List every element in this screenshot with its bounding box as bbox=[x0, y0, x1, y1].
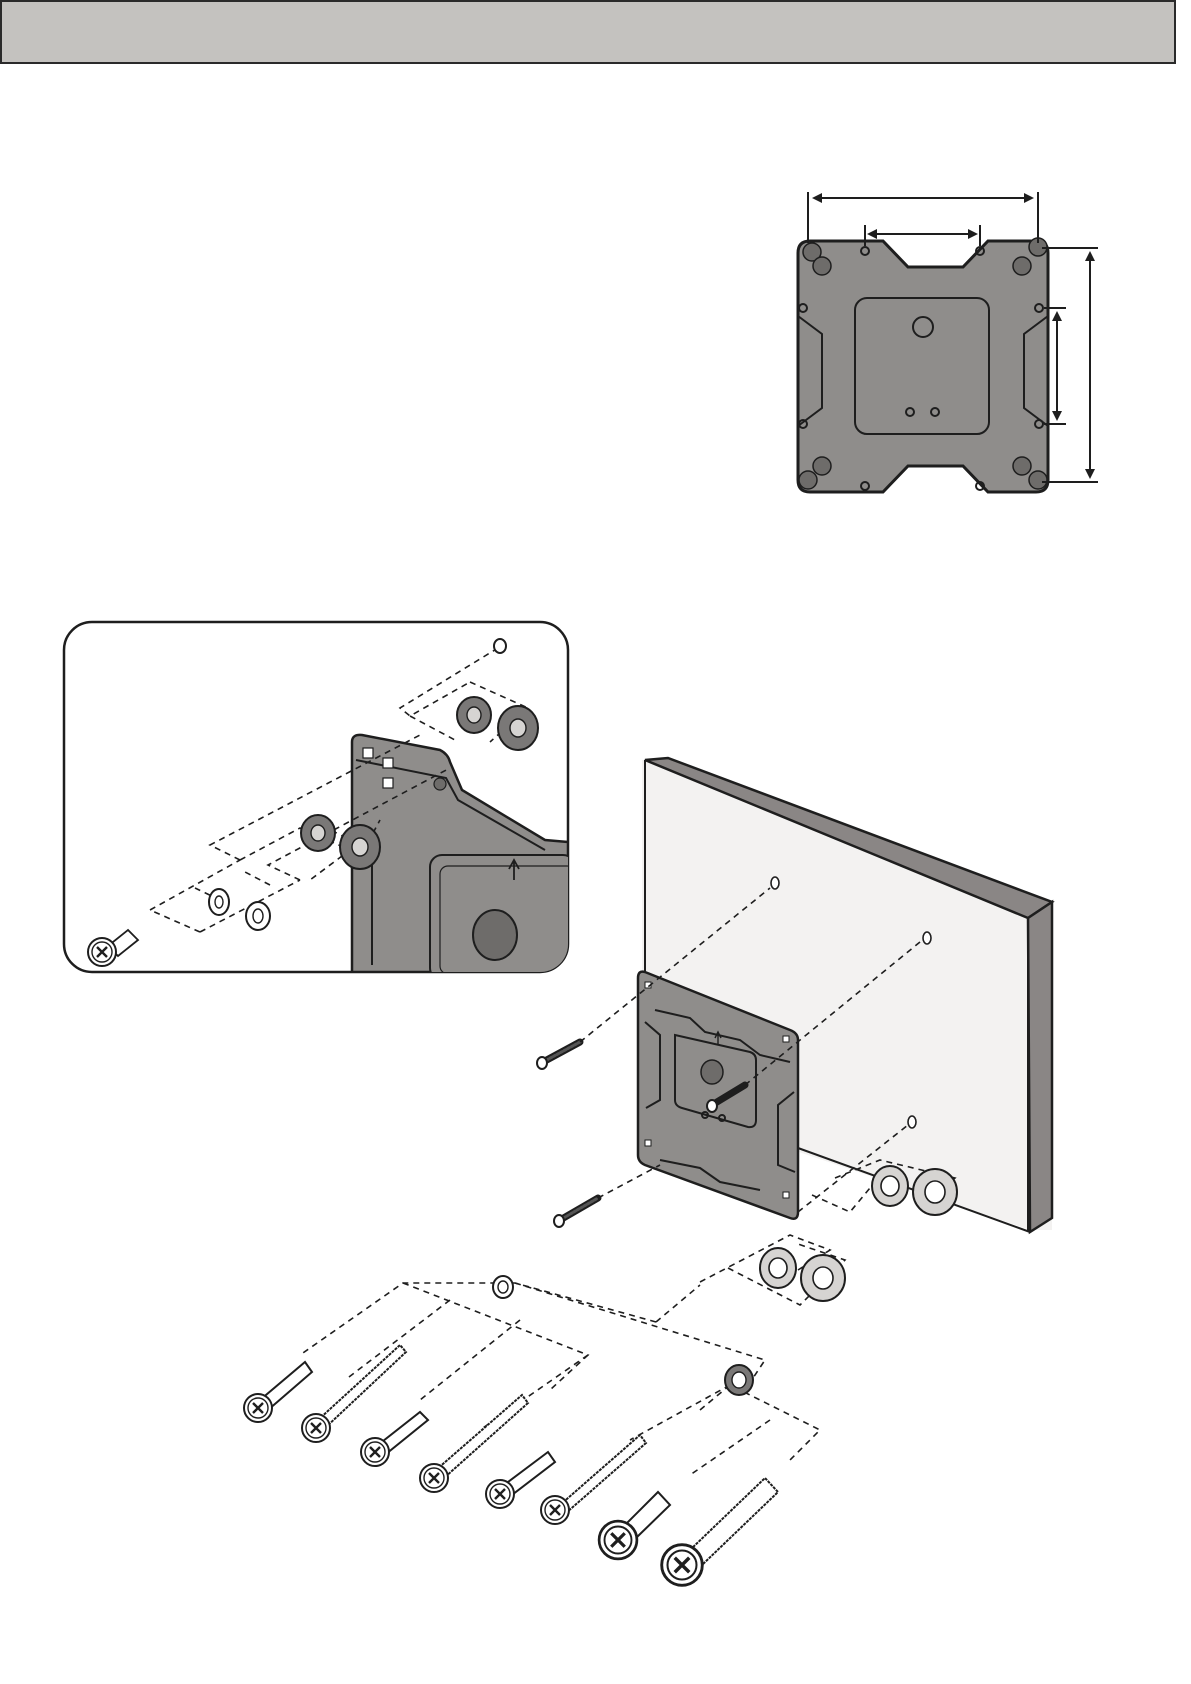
screw bbox=[420, 1395, 528, 1492]
screw bbox=[244, 1362, 312, 1422]
phillips-screw-head-icon bbox=[88, 938, 116, 966]
plate-center-panel bbox=[855, 298, 989, 434]
vesa-plate-diagram bbox=[798, 238, 1048, 492]
detail-inset bbox=[64, 622, 575, 980]
screw bbox=[662, 1478, 778, 1585]
wall-side-edge bbox=[1028, 902, 1052, 1232]
washer bbox=[493, 1276, 513, 1298]
washer bbox=[725, 1365, 753, 1395]
wall-bolt bbox=[537, 1042, 580, 1069]
screw bbox=[302, 1345, 406, 1442]
screw bbox=[541, 1435, 646, 1524]
wall-bolt bbox=[554, 1198, 598, 1227]
screw bbox=[361, 1412, 428, 1466]
screw bbox=[599, 1492, 670, 1559]
